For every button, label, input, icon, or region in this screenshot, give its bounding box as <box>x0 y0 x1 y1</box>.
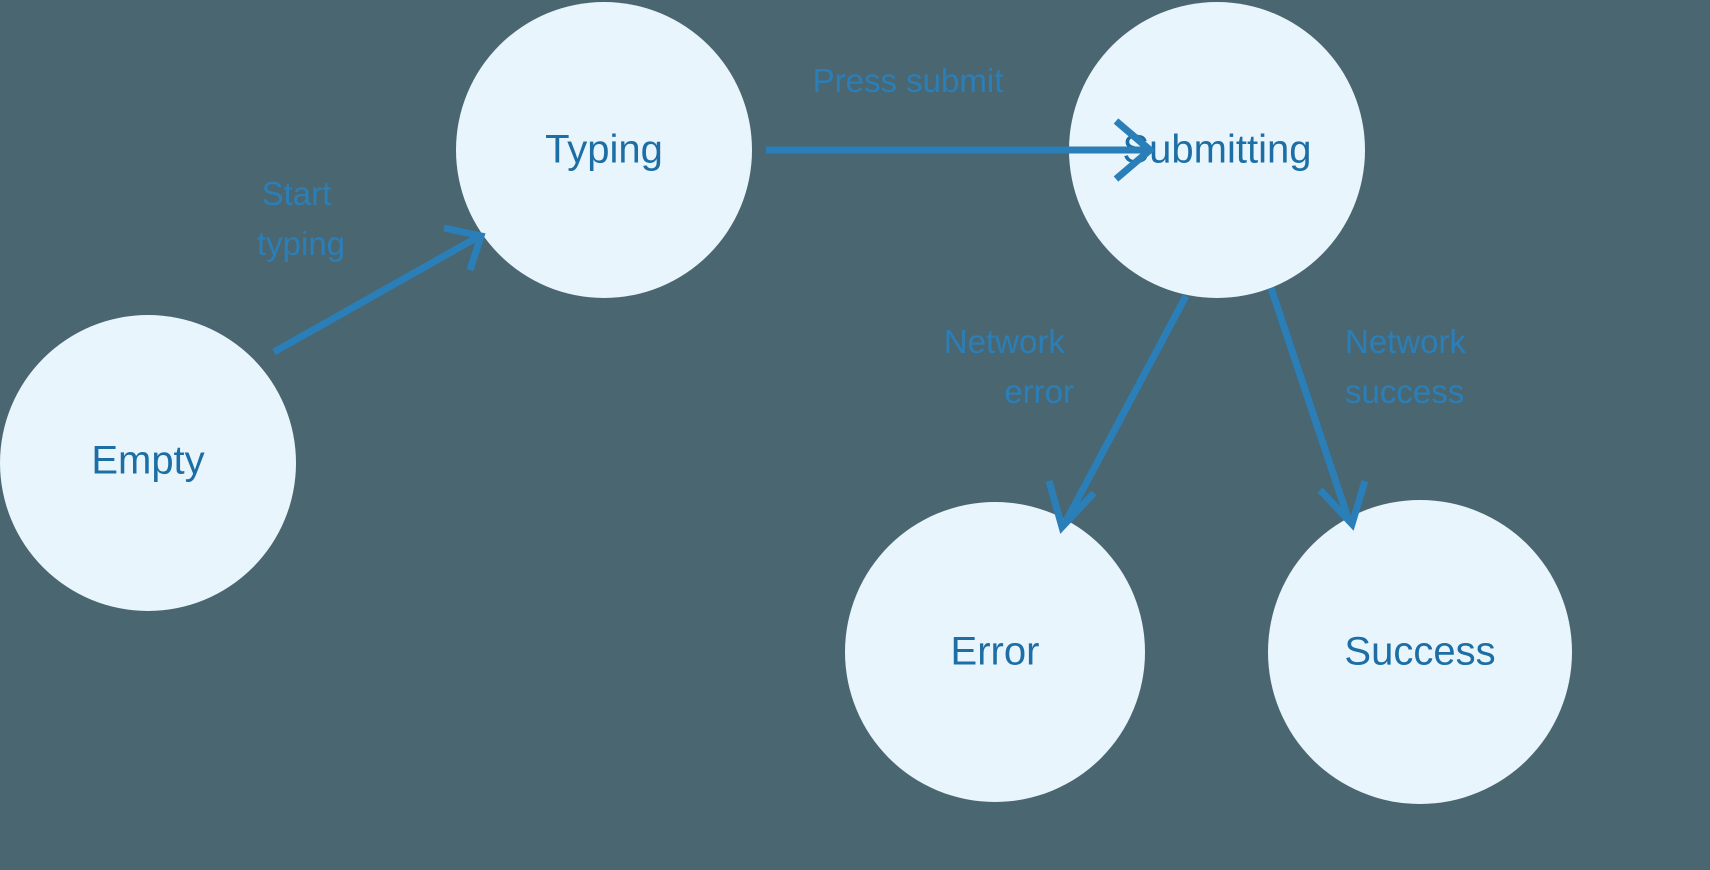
node-typing[interactable]: Typing <box>456 2 752 298</box>
edge-submitting-to-success-label: Network success <box>1345 323 1475 410</box>
edge-label-line: typing <box>257 225 345 262</box>
edge-submitting-to-success: Network success <box>1267 286 1475 531</box>
node-empty-circle[interactable] <box>0 315 296 611</box>
node-success-circle[interactable] <box>1268 500 1572 804</box>
node-typing-label: Typing <box>545 128 663 172</box>
edge-label-line: success <box>1345 373 1464 410</box>
edge-submitting-to-error-label: Network error <box>944 323 1074 410</box>
edge-typing-to-submitting-label: Press submit <box>813 62 1004 99</box>
node-success-label: Success <box>1344 630 1495 674</box>
edge-empty-to-typing: Start typing <box>257 175 486 356</box>
edge-submitting-to-error-line <box>1062 294 1190 523</box>
node-success[interactable]: Success <box>1268 500 1572 804</box>
edge-typing-to-submitting-arrowhead <box>1113 118 1156 182</box>
edge-empty-to-typing-arrowhead <box>443 224 486 272</box>
edge-label-line: Start <box>262 175 332 212</box>
node-empty-label: Empty <box>91 439 204 483</box>
edge-label-line: Network <box>944 323 1066 360</box>
node-error-circle[interactable] <box>845 502 1145 802</box>
edge-submitting-to-success-arrowhead <box>1317 479 1369 531</box>
edge-label-line: Press submit <box>813 62 1004 99</box>
edge-empty-to-typing-line <box>272 234 478 356</box>
edge-label-line: error <box>1004 373 1074 410</box>
node-error[interactable]: Error <box>845 502 1145 802</box>
node-submitting-circle[interactable] <box>1069 2 1365 298</box>
node-typing-circle[interactable] <box>456 2 752 298</box>
edge-empty-to-typing-label: Start typing <box>257 175 345 262</box>
edge-label-line: Network <box>1345 323 1467 360</box>
edge-submitting-to-success-line <box>1267 286 1352 520</box>
node-empty[interactable]: Empty <box>0 315 296 611</box>
edge-submitting-to-error-arrowhead <box>1045 480 1097 534</box>
edge-typing-to-submitting: Press submit <box>766 62 1156 182</box>
edge-submitting-to-error: Network error <box>944 294 1190 534</box>
node-error-label: Error <box>951 630 1040 674</box>
